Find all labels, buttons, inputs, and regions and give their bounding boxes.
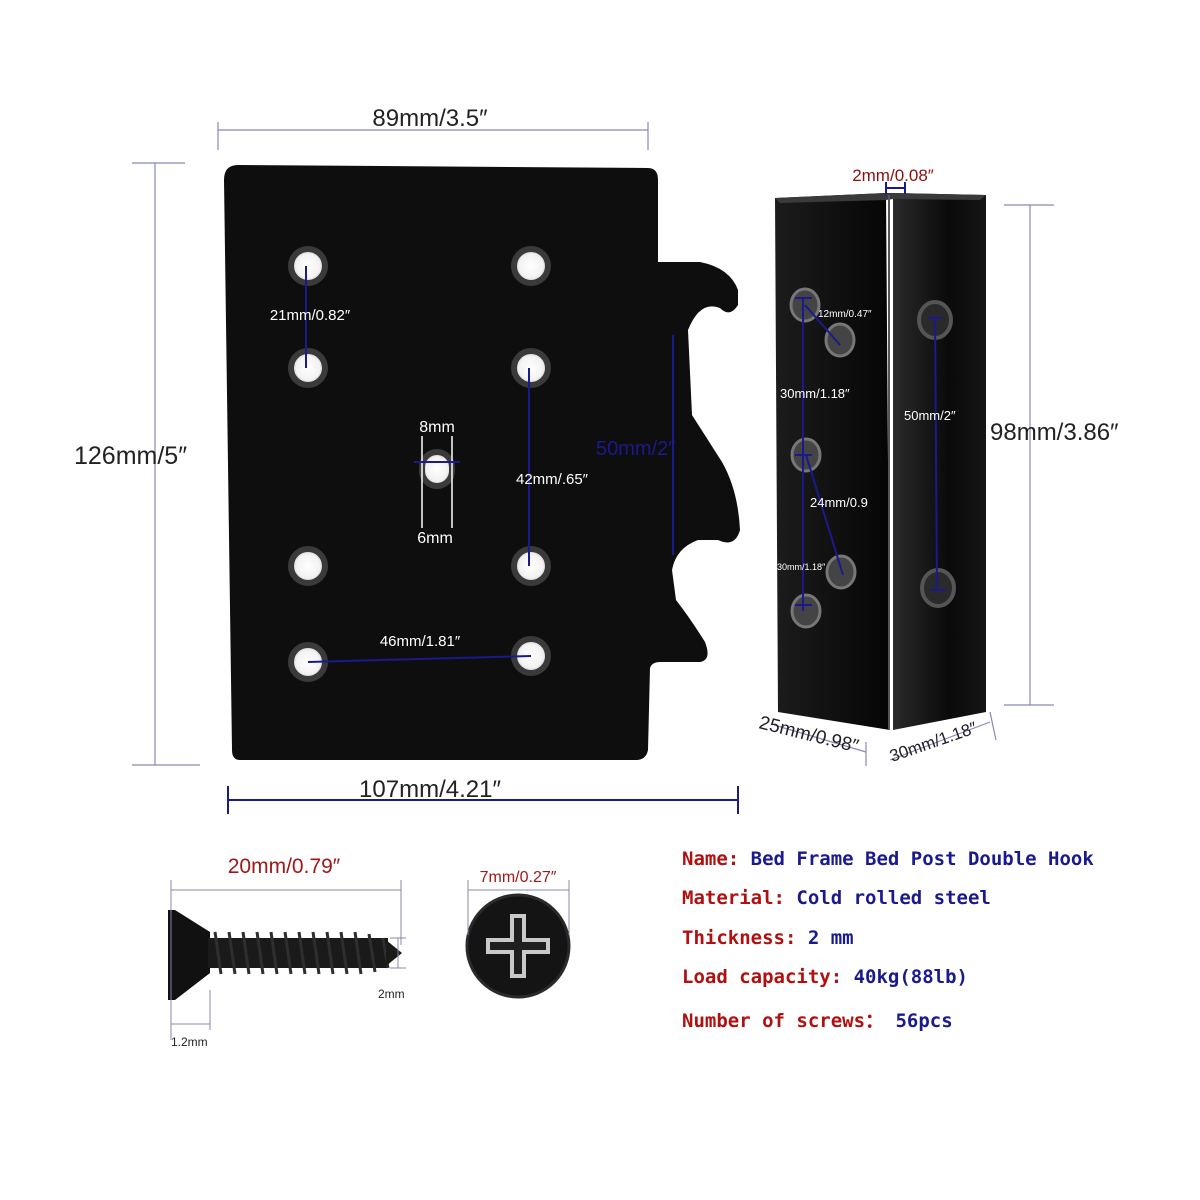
bracket-hole-24-label: 24mm/0.9 xyxy=(810,495,868,510)
bracket-hole-12-label: 12mm/0.47″ xyxy=(818,309,872,320)
hole-spacing-vertical-label: 21mm/0.82″ xyxy=(270,307,351,324)
spec-thickness-key: Thickness: xyxy=(682,927,797,949)
spec-screws-value: 56pcs xyxy=(884,1010,953,1032)
spec-name-key: Name: xyxy=(682,848,740,870)
spec-load-key: Load capacity: xyxy=(682,966,843,988)
spec-thickness: Thickness: 2 mm xyxy=(682,927,854,949)
hole-spacing-right-label: 42mm/.65″ xyxy=(516,471,589,488)
bracket-right-face xyxy=(893,193,986,730)
spec-screws-key: Number of screws： xyxy=(682,1010,885,1032)
bracket-dimension-lines xyxy=(773,182,1054,766)
bracket-thickness-label: 2mm/0.08″ xyxy=(852,166,934,185)
bracket-hole-30a-label: 30mm/1.18″ xyxy=(780,386,850,401)
plate-body xyxy=(224,165,740,760)
spec-load: Load capacity: 40kg(88lb) xyxy=(682,966,968,988)
screw-head-dimension-lines xyxy=(467,880,570,935)
spec-load-value: 40kg(88lb) xyxy=(842,966,968,988)
spec-name-value: Bed Frame Bed Post Double Hook xyxy=(739,848,1094,870)
screw-head-depth-label: 1.2mm xyxy=(171,1035,208,1049)
screw-threads xyxy=(213,931,390,975)
post-bracket xyxy=(775,193,986,730)
hole-spacing-horizontal-label: 46mm/1.81″ xyxy=(380,633,461,650)
screw-side-view xyxy=(168,910,402,1000)
bracket-holes xyxy=(789,287,956,629)
spec-material: Material: Cold rolled steel xyxy=(682,887,991,909)
bracket-hole-50-label: 50mm/2″ xyxy=(904,408,956,423)
hook-plate xyxy=(224,165,740,760)
spec-material-key: Material: xyxy=(682,887,785,909)
plate-width-top-label: 89mm/3.5″ xyxy=(372,105,488,132)
screw-dimension-lines xyxy=(170,880,406,1040)
screw-head-dia-label: 7mm/0.27″ xyxy=(480,869,557,886)
screw-length-label: 20mm/0.79″ xyxy=(228,855,341,878)
plate-dimension-lines xyxy=(132,122,739,814)
screw-thread-dia-label: 2mm xyxy=(378,987,405,1001)
screw-head xyxy=(168,910,210,1000)
plate-width-bottom-label: 107mm/4.21″ xyxy=(359,776,501,803)
slot-width-label: 8mm xyxy=(419,419,455,436)
spec-material-value: Cold rolled steel xyxy=(784,887,991,909)
hook-spacing-label: 50mm/2″ xyxy=(596,438,675,460)
spec-thickness-value: 2 mm xyxy=(796,927,854,949)
screw-head-top-view xyxy=(465,893,571,999)
slot-height-label: 6mm xyxy=(417,530,453,547)
bracket-height-label: 98mm/3.86″ xyxy=(990,419,1119,446)
bracket-top-edge xyxy=(775,193,986,203)
spec-name: Name: Bed Frame Bed Post Double Hook xyxy=(682,848,1094,870)
spec-screws: Number of screws： 56pcs xyxy=(682,1006,953,1033)
plate-height-label: 126mm/5″ xyxy=(74,442,187,470)
screw-tip xyxy=(386,940,402,966)
bracket-hole-30b-label: 30mm/1.18″ xyxy=(777,562,826,572)
